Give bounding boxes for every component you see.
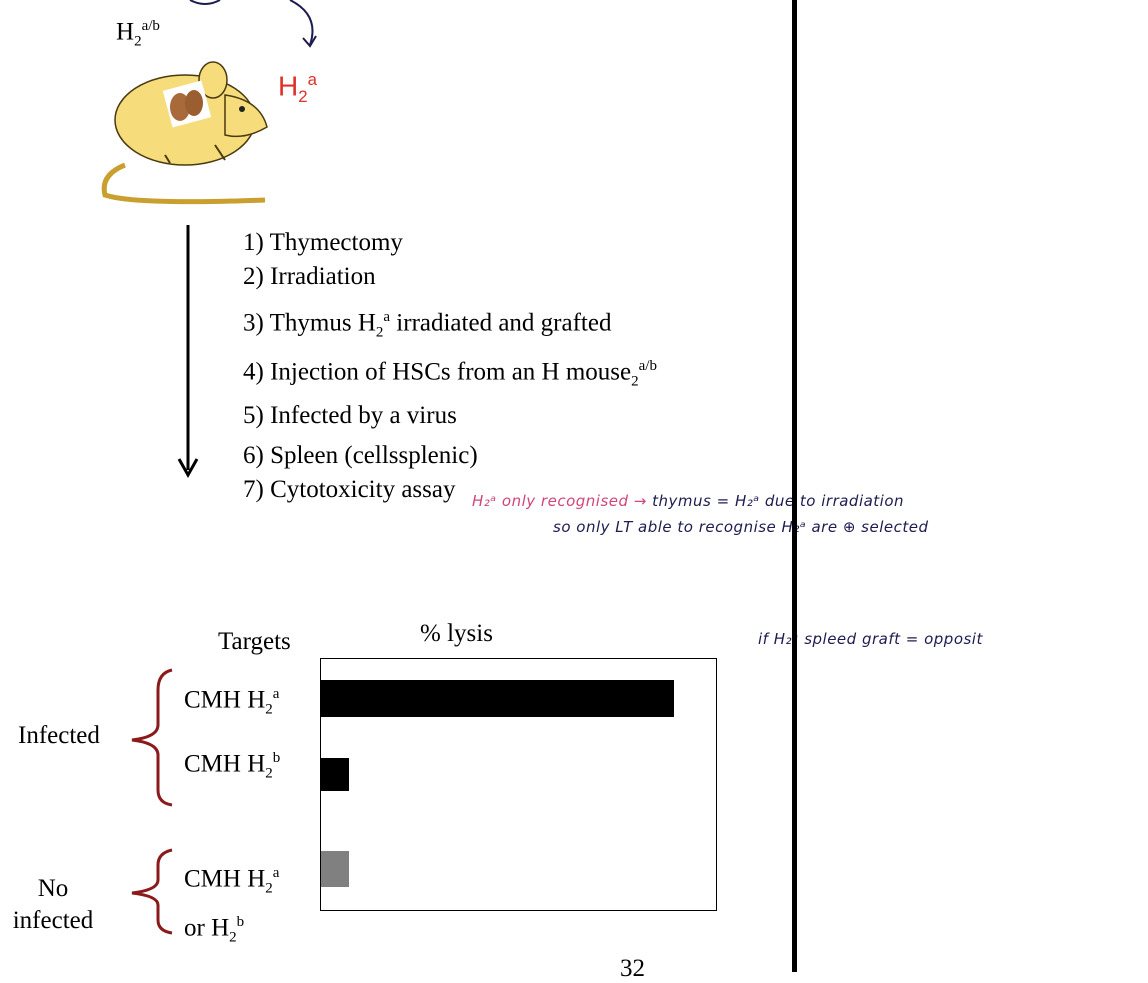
mouse-illustration (101, 61, 268, 205)
note-line-1: H₂ᵃ only recognised → thymus = H₂ᵃ due t… (472, 492, 905, 510)
tick-label-3: CMH H2a or H2b (184, 865, 280, 946)
step-1: 1) Thymectomy (243, 229, 403, 256)
chart-plot-area (320, 658, 717, 911)
tick-label-1: CMH H2a (184, 686, 280, 718)
thymus-genotype-label: H2a (278, 70, 317, 106)
curved-arrow (189, 0, 317, 48)
page-number: 32 (620, 955, 645, 982)
step-4: 4) Injection of HSCs from an H mouse2a/b (243, 358, 657, 390)
mouse-genotype-label: H2a/b (116, 18, 160, 50)
group-braces (131, 668, 173, 935)
tick-label-2: CMH H2b (184, 750, 281, 782)
down-arrow-icon (177, 225, 199, 479)
step-5: 5) Infected by a virus (243, 401, 457, 429)
step-2: 2) Irradiation (243, 263, 376, 290)
note-line-3: if H₂ᵇ spleed graft = opposit (758, 630, 983, 648)
note-line-2: so only LT able to recognise H₂ᵃ are ⊕ s… (553, 518, 929, 536)
chart-title: % lysis (420, 620, 493, 647)
brace-not-infected (131, 848, 173, 935)
brace-infected (131, 668, 173, 807)
step-7: 7) Cytotoxicity assay (243, 475, 456, 503)
bar-cmh-h2a-infected (321, 680, 675, 717)
bar-cmh-h2b-infected (321, 758, 349, 791)
step-3: 3) Thymus H2a irradiated and grafted (243, 309, 612, 341)
bar-not-infected (321, 851, 349, 887)
group-label-infected: Infected (18, 722, 100, 749)
step-6: 6) Spleen (cellssplenic) (243, 441, 478, 469)
page-divider (792, 0, 797, 972)
axis-label-targets: Targets (218, 628, 291, 655)
procedure-steps: 1) Thymectomy 2) Irradiation 3) Thymus H… (243, 226, 657, 507)
